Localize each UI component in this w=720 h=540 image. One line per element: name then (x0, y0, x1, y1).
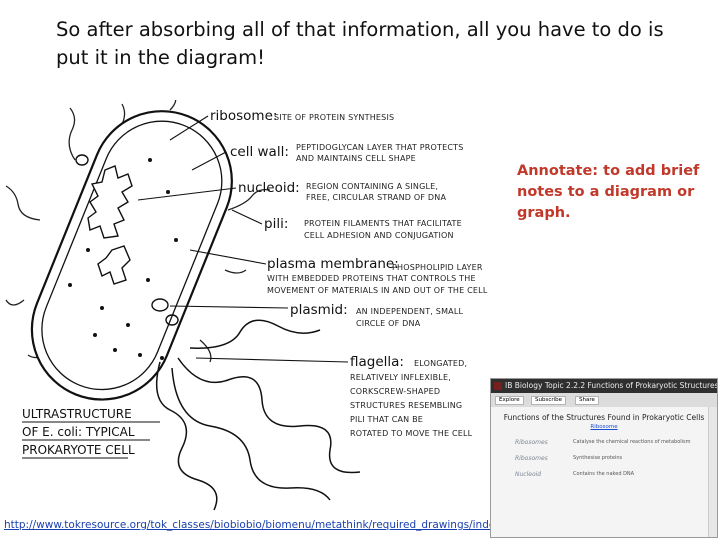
label-flagella: flagella: (350, 354, 404, 370)
video-button-row: Explore Subscribe Share (491, 393, 717, 407)
desc-pili-line-2: CELL ADHESION AND CONJUGATION (304, 231, 454, 240)
label-nucleoid: nucleoid: (238, 180, 300, 196)
video-row-desc: Synthesise proteins (573, 455, 623, 461)
video-row-handwriting: Ribosomes (515, 455, 548, 462)
desc-flagella-line-4: STRUCTURES RESEMBLING (350, 401, 462, 410)
plasmids (75, 154, 179, 326)
plasma-membrane-outline (41, 120, 223, 391)
ribosome-dots (68, 158, 178, 360)
desc-ribosome-line-1: SITE OF PROTEIN SYNTHESIS (274, 113, 394, 122)
label-ribosome: ribosome: (210, 108, 277, 124)
desc-flagella-line-2: RELATIVELY INFLEXIBLE, (350, 373, 451, 382)
desc-flagella-line-3: CORKSCREW-SHAPED (350, 387, 440, 396)
diagram-caption: ULTRASTRUCTURE OF E. coli: TYPICAL PROKA… (22, 407, 160, 459)
desc-plasma-membrane-line-2: WITH EMBEDDED PROTEINS THAT CONTROLS THE (267, 274, 476, 283)
desc-plasma-membrane-line-1: PHOSPHOLIPID LAYER (392, 263, 483, 272)
desc-nucleoid-line-1: REGION CONTAINING A SINGLE, (306, 182, 438, 191)
source-link[interactable]: http://www.tokresource.org/tok_classes/b… (4, 519, 490, 531)
desc-plasmid-line-1: AN INDEPENDENT, SMALL (356, 307, 464, 316)
video-subheading: Ribosome (590, 424, 618, 430)
slide-title: So after absorbing all of that informati… (56, 18, 664, 69)
video-rows: Ribosomes Catalyse the chemical reaction… (509, 439, 709, 487)
desc-cell-wall-line-1: PEPTIDOGLYCAN LAYER THAT PROTECTS (296, 143, 464, 152)
label-plasma-membrane: plasma membrane: (267, 256, 399, 272)
nucleoid-shape (87, 165, 133, 285)
label-plasmid: plasmid: (290, 302, 348, 318)
desc-flagella-line-1: ELONGATED, (414, 359, 467, 368)
video-logo-icon (494, 382, 502, 390)
video-heading: Functions of the Structures Found in Pro… (503, 413, 705, 422)
caption-line-1: ULTRASTRUCTURE (22, 407, 132, 421)
video-title-bar: IB Biology Topic 2.2.2 Functions of Prok… (491, 379, 717, 393)
cell-body (30, 110, 233, 401)
desc-flagella-line-5: PILI THAT CAN BE (350, 415, 423, 424)
caption-line-2: OF E. coli: TYPICAL (22, 425, 135, 439)
desc-flagella-line-6: ROTATED TO MOVE THE CELL (350, 429, 473, 438)
explore-button[interactable]: Explore (495, 396, 524, 405)
share-button[interactable]: Share (575, 396, 599, 405)
video-row-handwriting: Nucleoid (515, 471, 542, 478)
video-title: IB Biology Topic 2.2.2 Functions of Prok… (505, 381, 718, 390)
video-scrollbar[interactable] (708, 407, 717, 537)
annotate-note: Annotate: to add brief notes to a diagra… (517, 163, 700, 221)
video-row-handwriting: Ribosomes (515, 439, 548, 446)
video-row: Ribosomes Synthesise proteins (509, 455, 709, 471)
video-row: Nucleoid Contains the naked DNA (509, 471, 709, 487)
video-row: Ribosomes Catalyse the chemical reaction… (509, 439, 709, 455)
desc-cell-wall-line-2: AND MAINTAINS CELL SHAPE (296, 154, 416, 163)
label-pili: pili: (264, 216, 288, 232)
flagella-lines (155, 319, 361, 511)
video-thumbnail[interactable]: IB Biology Topic 2.2.2 Functions of Prok… (490, 378, 718, 538)
video-row-desc: Catalyse the chemical reactions of metab… (573, 439, 691, 445)
label-cell-wall: cell wall: (230, 144, 289, 160)
desc-plasma-membrane-line-3: MOVEMENT OF MATERIALS IN AND OUT OF THE … (267, 286, 488, 295)
subscribe-button[interactable]: Subscribe (531, 396, 567, 405)
prokaryote-cell-diagram: ribosome: SITE OF PROTEIN SYNTHESIS cell… (5, 100, 488, 511)
desc-plasmid-line-2: CIRCLE OF DNA (356, 319, 421, 328)
leader-lines (137, 115, 349, 363)
caption-line-3: PROKARYOTE CELL (22, 443, 135, 457)
desc-pili-line-1: PROTEIN FILAMENTS THAT FACILITATE (304, 219, 462, 228)
desc-nucleoid-line-2: FREE, CIRCULAR STRAND OF DNA (306, 193, 446, 202)
video-row-desc: Contains the naked DNA (573, 471, 635, 477)
